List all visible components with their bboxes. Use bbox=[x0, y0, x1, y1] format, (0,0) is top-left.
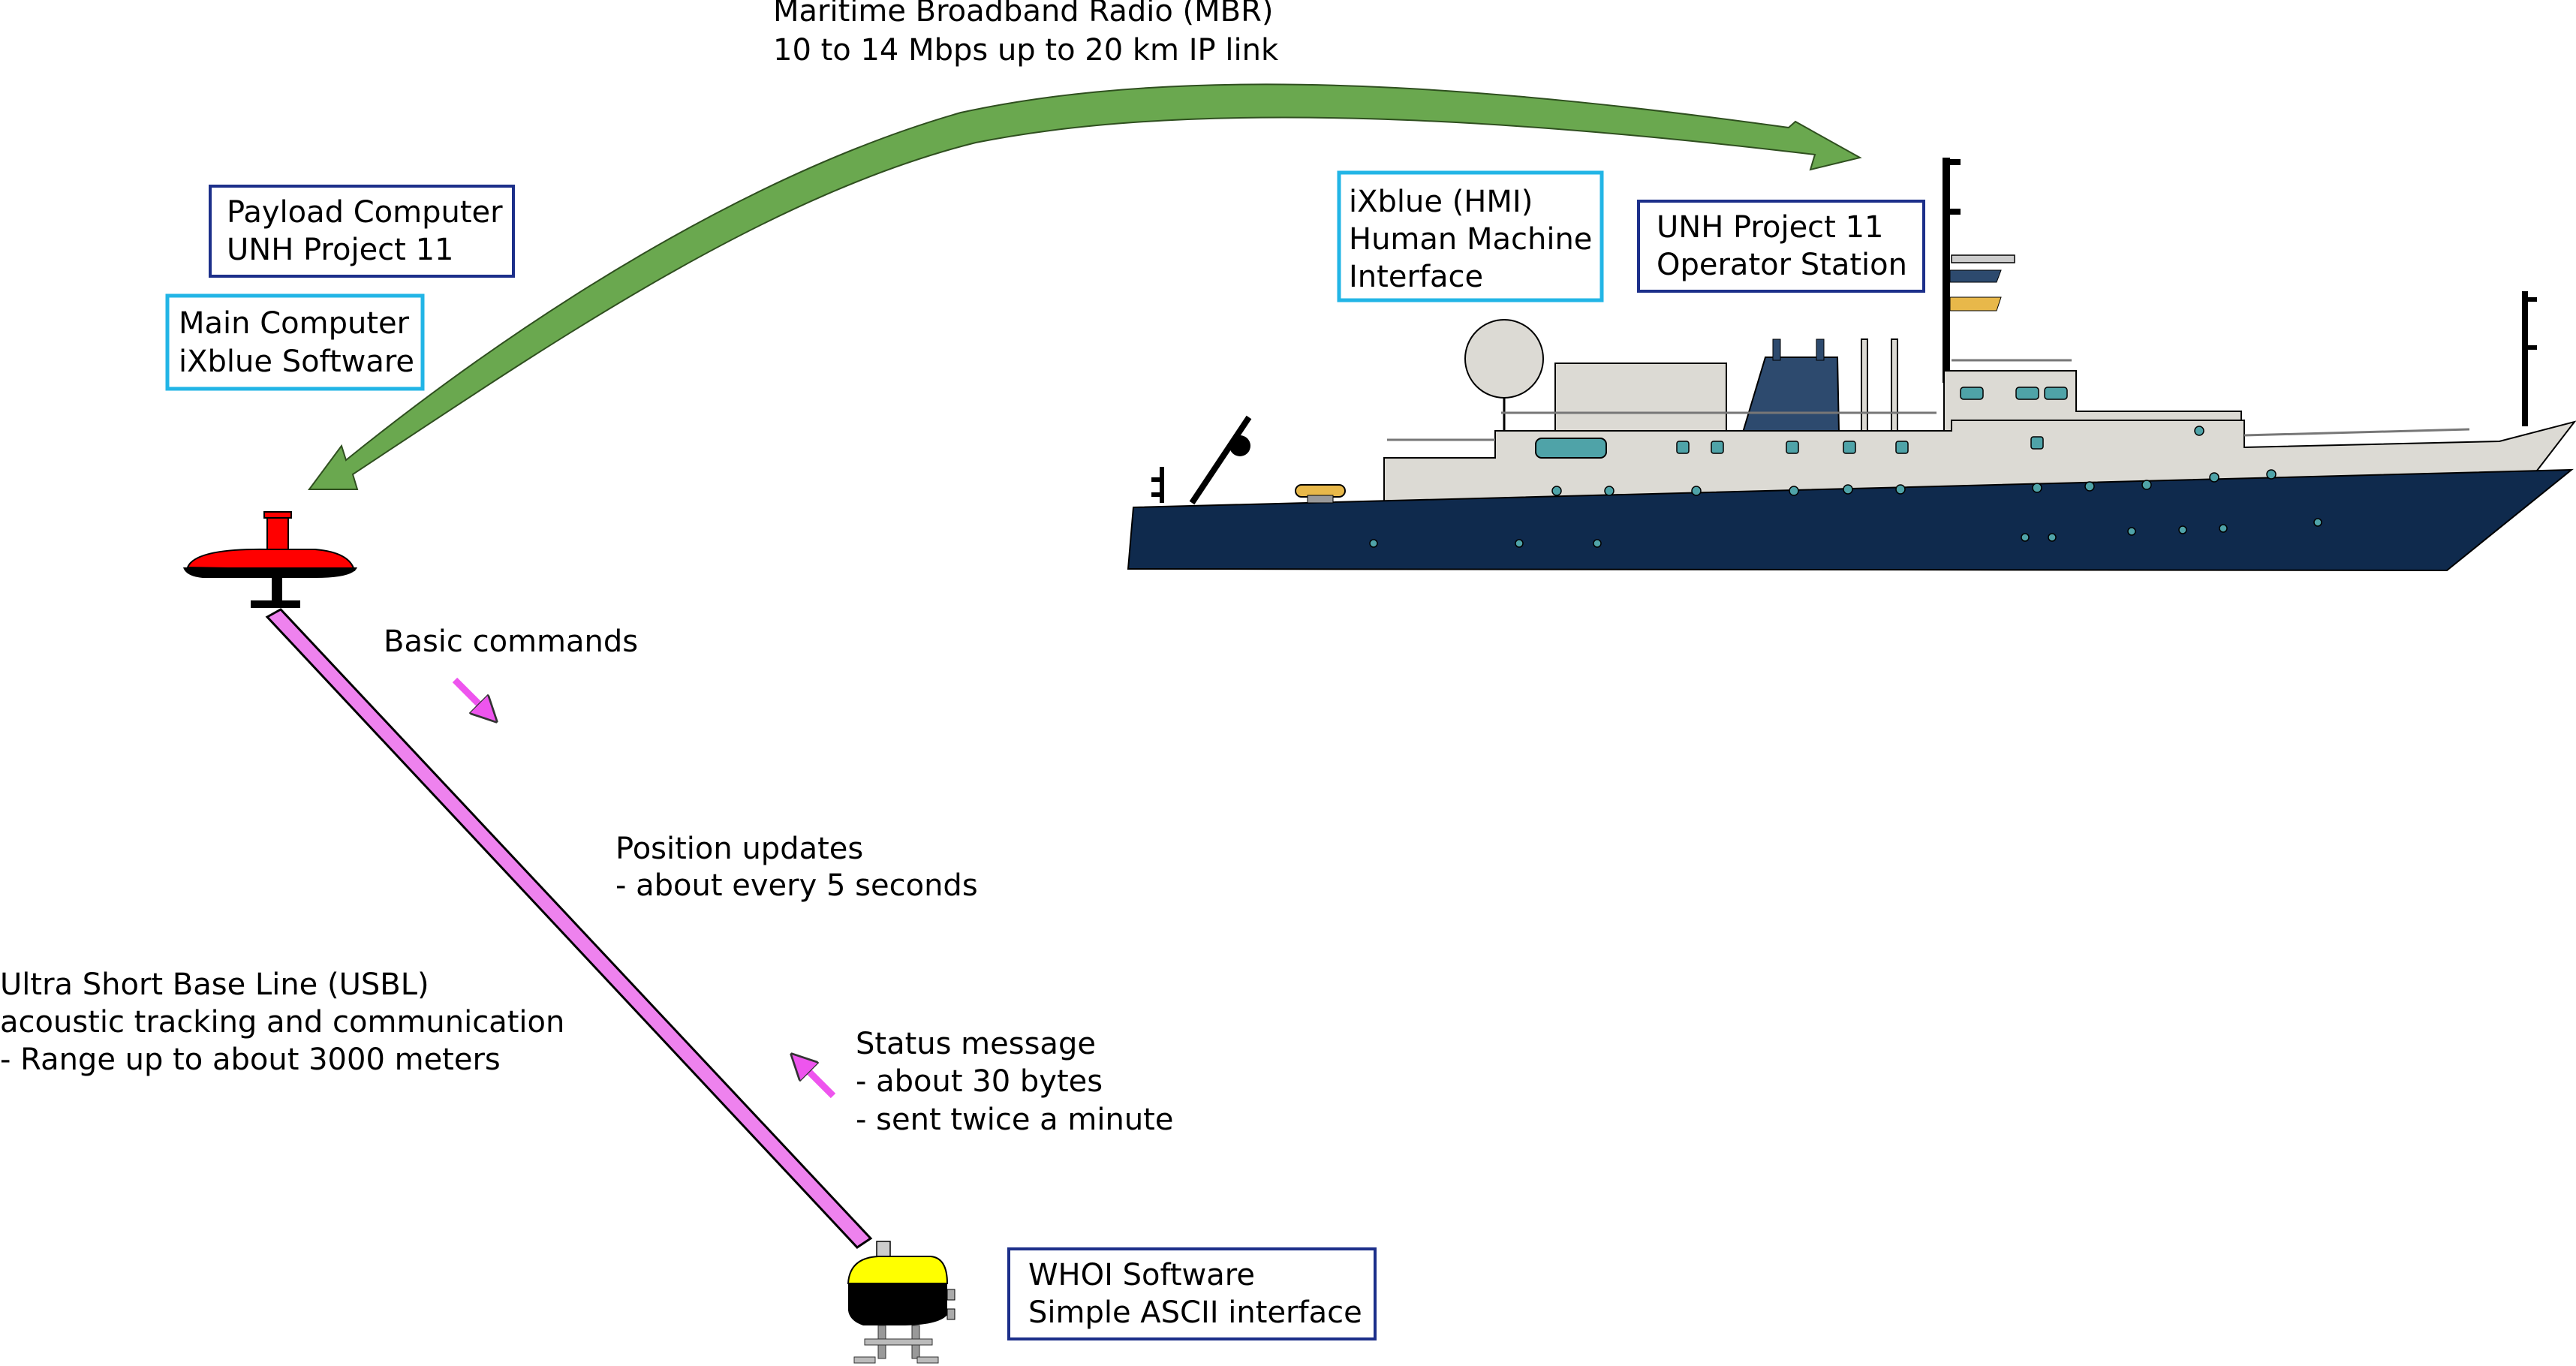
hmi-box-line3: Interface bbox=[1349, 260, 1483, 294]
operator-station-box: UNH Project 11 Operator Station bbox=[1637, 200, 1925, 293]
auv-icon bbox=[847, 1241, 955, 1364]
payload-box-line2: UNH Project 11 bbox=[227, 233, 453, 267]
radio-link-detail: 10 to 14 Mbps up to 20 km IP link bbox=[773, 33, 1279, 68]
hmi-box-line2: Human Machine bbox=[1349, 222, 1592, 257]
usbl-line2: acoustic tracking and communication bbox=[0, 1005, 564, 1040]
usbl-title: Ultra Short Base Line (USBL) bbox=[0, 967, 429, 1002]
status-message-title: Status message bbox=[856, 1027, 1096, 1061]
payload-computer-box: Payload Computer UNH Project 11 bbox=[209, 185, 515, 278]
hmi-box-line1: iXblue (HMI) bbox=[1349, 185, 1533, 219]
main-box-line2: iXblue Software bbox=[179, 345, 414, 379]
operator-box-line1: UNH Project 11 bbox=[1657, 210, 1883, 245]
down-arrow-icon bbox=[452, 677, 488, 713]
radio-link-arrow-icon bbox=[308, 83, 1862, 490]
main-box-line1: Main Computer bbox=[179, 306, 410, 341]
position-updates-detail: - about every 5 seconds bbox=[615, 868, 978, 903]
radio-link-title: Maritime Broadband Radio (MBR) bbox=[773, 0, 1273, 29]
whoi-software-box: WHOI Software Simple ASCII interface bbox=[1007, 1247, 1377, 1340]
operator-box-line2: Operator Station bbox=[1657, 248, 1907, 282]
usbl-line3: - Range up to about 3000 meters bbox=[0, 1043, 501, 1077]
status-message-line3: - sent twice a minute bbox=[856, 1103, 1173, 1137]
whoi-box-line2: Simple ASCII interface bbox=[1028, 1295, 1362, 1330]
whoi-box-line1: WHOI Software bbox=[1028, 1258, 1255, 1292]
basic-commands-label: Basic commands bbox=[384, 624, 638, 659]
main-computer-box: Main Computer iXblue Software bbox=[165, 293, 425, 391]
payload-box-line1: Payload Computer bbox=[227, 195, 503, 230]
status-message-line2: - about 30 bytes bbox=[856, 1064, 1103, 1099]
research-ship-icon bbox=[1127, 158, 2576, 572]
surface-vehicle-icon bbox=[183, 511, 357, 608]
hmi-box: iXblue (HMI) Human Machine Interface bbox=[1337, 170, 1604, 302]
acoustic-link-line bbox=[265, 608, 873, 1249]
up-arrow-icon bbox=[800, 1063, 836, 1099]
position-updates-title: Position updates bbox=[615, 832, 863, 866]
